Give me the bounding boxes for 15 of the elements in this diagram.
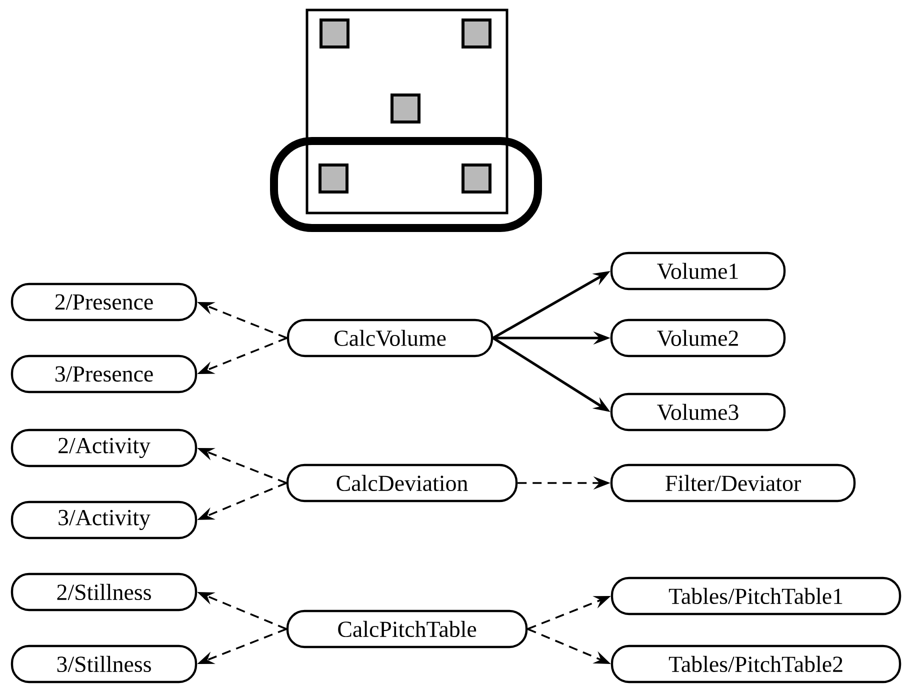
rounded-box: Volume3 — [610, 392, 786, 432]
rounded-box: 2/Stillness — [10, 572, 198, 612]
rounded-box: 3/Stillness — [10, 644, 198, 684]
rounded-box: 3/Activity — [10, 500, 198, 540]
rounded-box: Volume1 — [610, 252, 786, 290]
rounded-box: 2/Presence — [10, 282, 198, 322]
rounded-box: CalcPitchTable — [286, 610, 528, 648]
rounded-box: Tables/PitchTable1 — [610, 576, 902, 616]
rounded-box: Volume2 — [610, 318, 786, 358]
rounded-box: CalcDeviation — [286, 464, 518, 502]
rounded-box: 3/Presence — [10, 354, 198, 394]
rounded-box: CalcVolume — [286, 318, 494, 358]
rounded-box: 2/Activity — [10, 428, 198, 468]
rounded-box: Filter/Deviator — [610, 464, 856, 502]
rounded-box: Tables/PitchTable2 — [610, 644, 902, 684]
